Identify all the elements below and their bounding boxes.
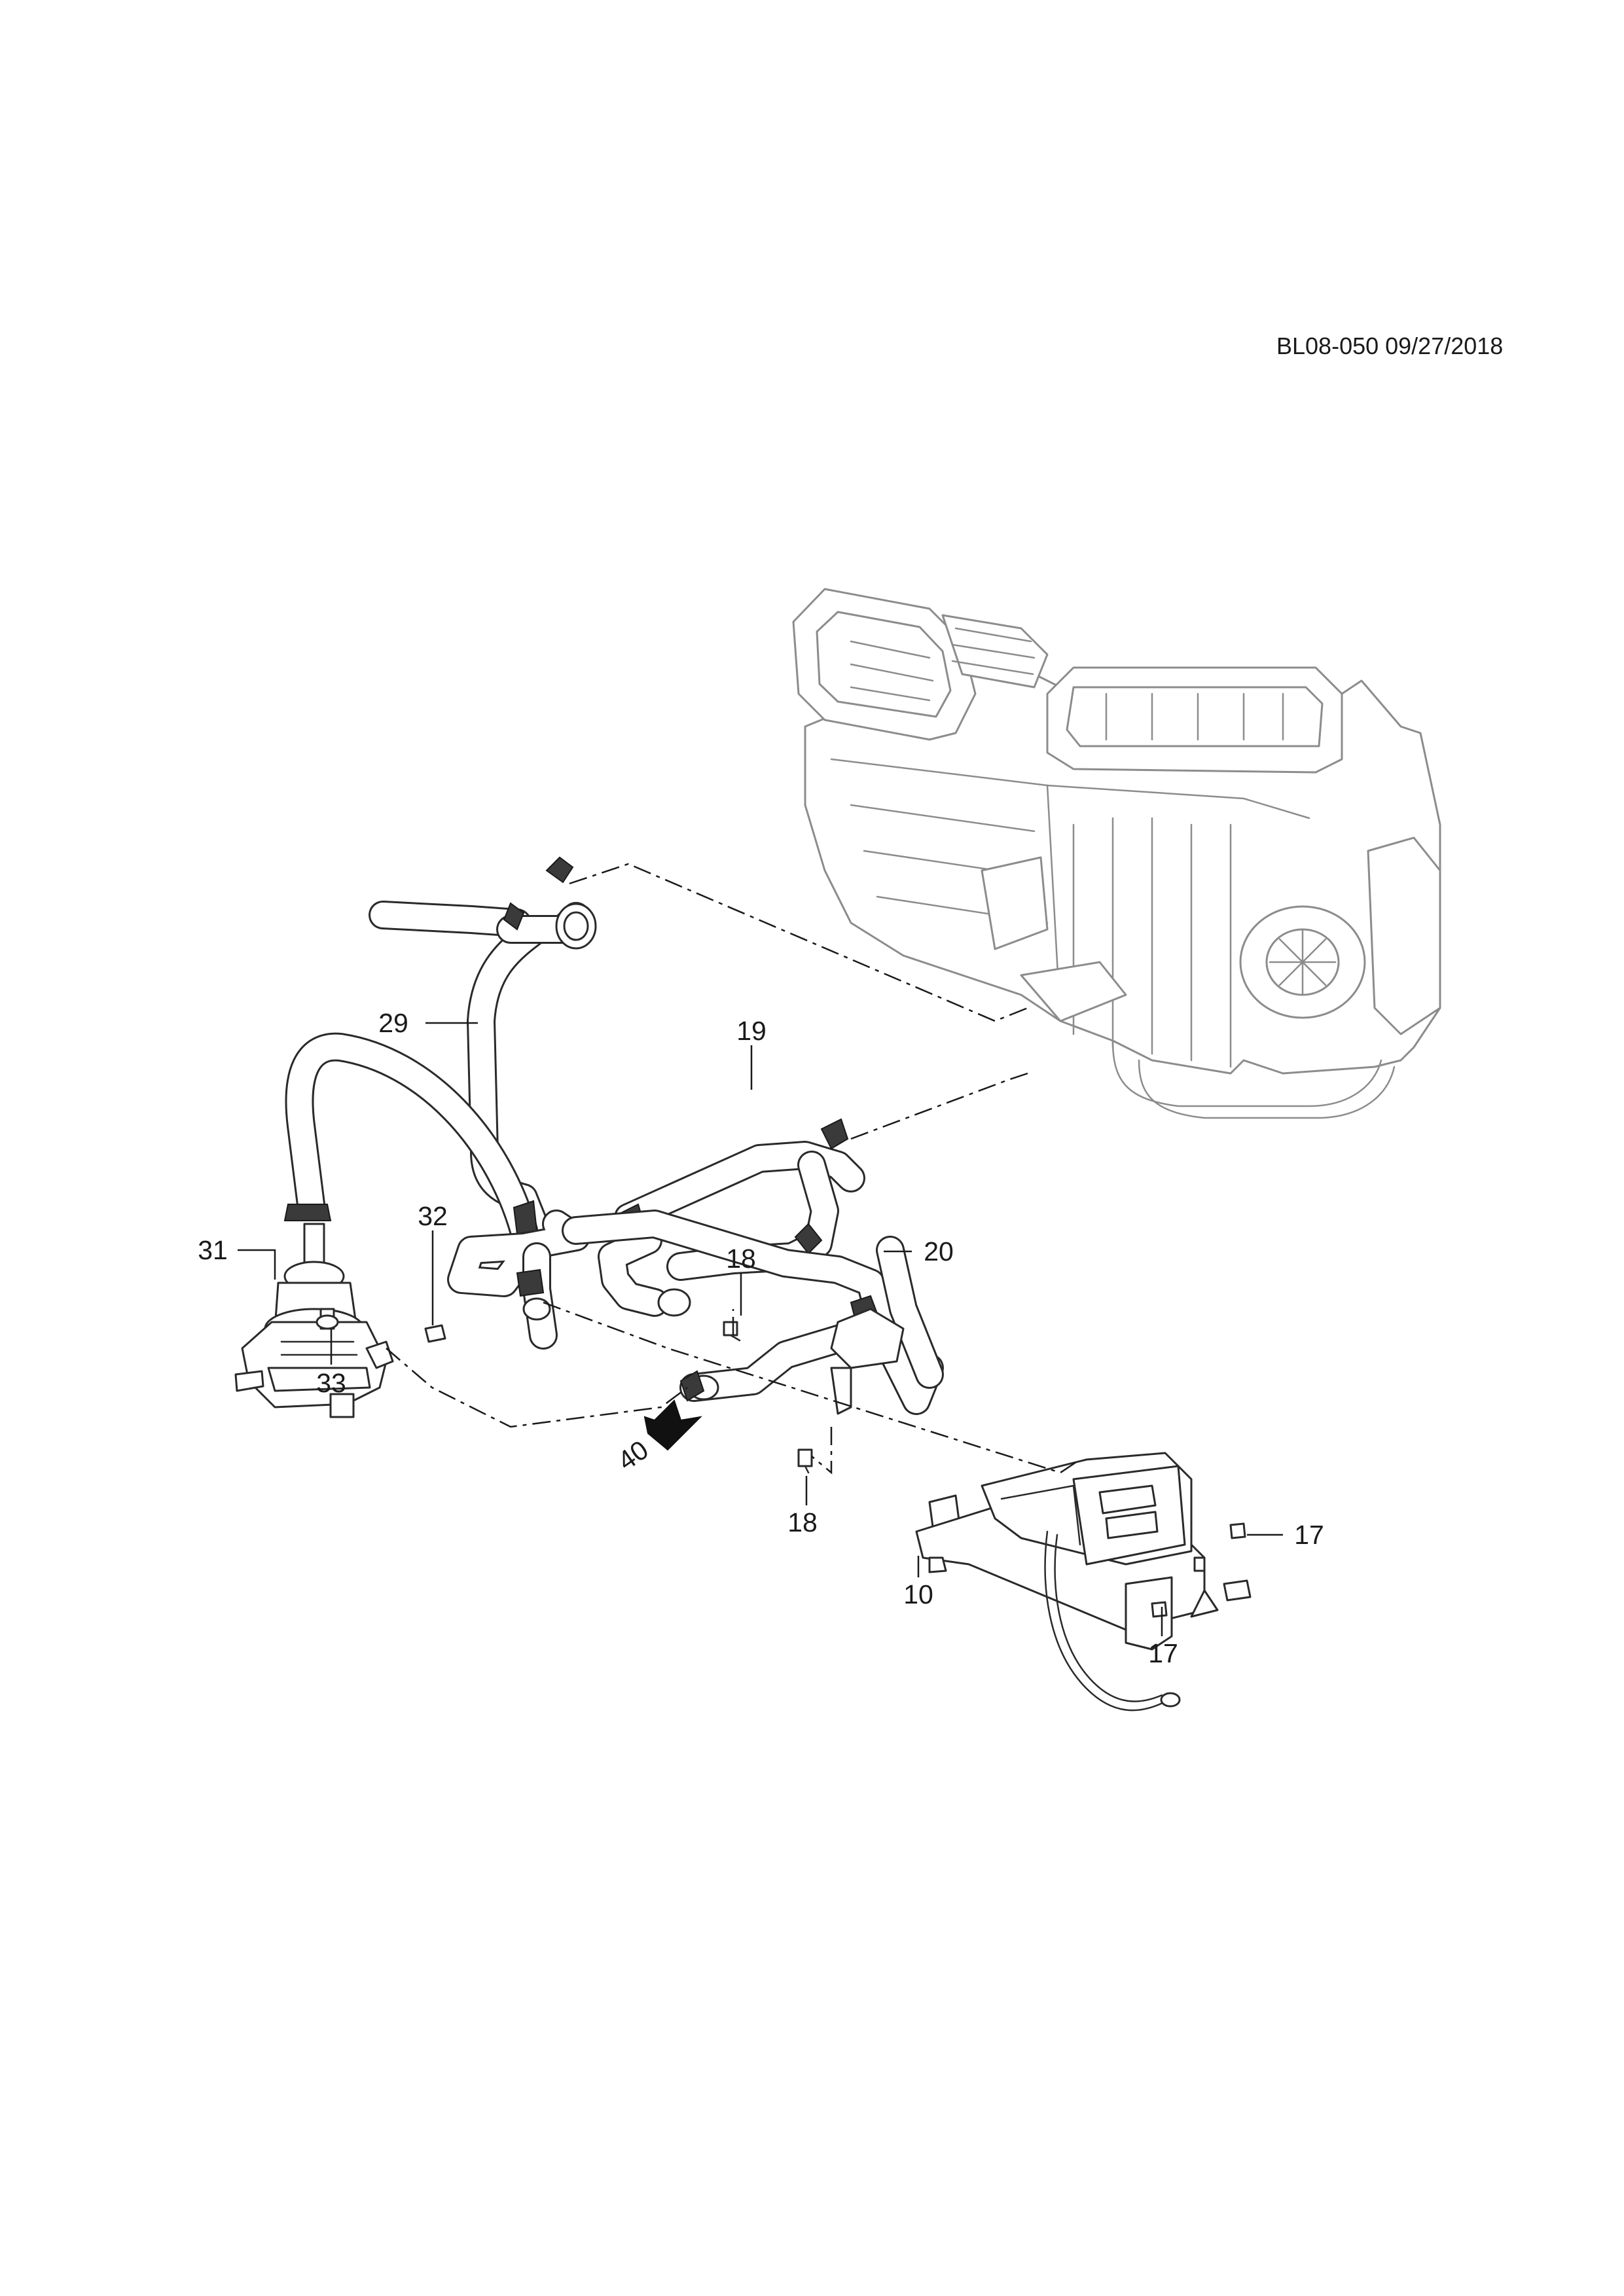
callout-33: 33 xyxy=(316,1368,346,1398)
heater-module-10 xyxy=(915,1452,1252,1712)
heater-hose-29 xyxy=(283,856,597,1245)
leader-lines xyxy=(238,1022,1283,1636)
document-id-label: BL08-050 09/27/2018 xyxy=(1276,332,1504,359)
bolt-18-lower xyxy=(797,1448,813,1474)
callout-17-right: 17 xyxy=(1294,1520,1324,1550)
bolt-33 xyxy=(316,1308,339,1330)
callout-32: 32 xyxy=(418,1201,448,1231)
nut-32 xyxy=(424,1324,446,1343)
callout-29: 29 xyxy=(378,1008,408,1038)
assembly-lines xyxy=(386,863,1081,1475)
coolant-pump-31 xyxy=(234,1223,394,1418)
callout-20: 20 xyxy=(924,1236,954,1266)
callout-18-upper: 18 xyxy=(726,1244,756,1274)
callout-10: 10 xyxy=(903,1579,933,1609)
hvac-module-assembly xyxy=(792,588,1441,1119)
callout-18-lower: 18 xyxy=(787,1507,818,1537)
heater-hose-20 xyxy=(447,1210,944,1415)
callout-17-bottom: 17 xyxy=(1148,1638,1178,1668)
bolt-18-upper xyxy=(723,1321,741,1342)
callout-40: 40 xyxy=(612,1435,654,1477)
callout-19: 19 xyxy=(736,1016,767,1046)
callout-31: 31 xyxy=(198,1235,228,1265)
lower-hose-segment xyxy=(679,1308,905,1415)
flow-arrow-40 xyxy=(643,1399,702,1451)
heater-hose-19 xyxy=(598,1118,865,1317)
